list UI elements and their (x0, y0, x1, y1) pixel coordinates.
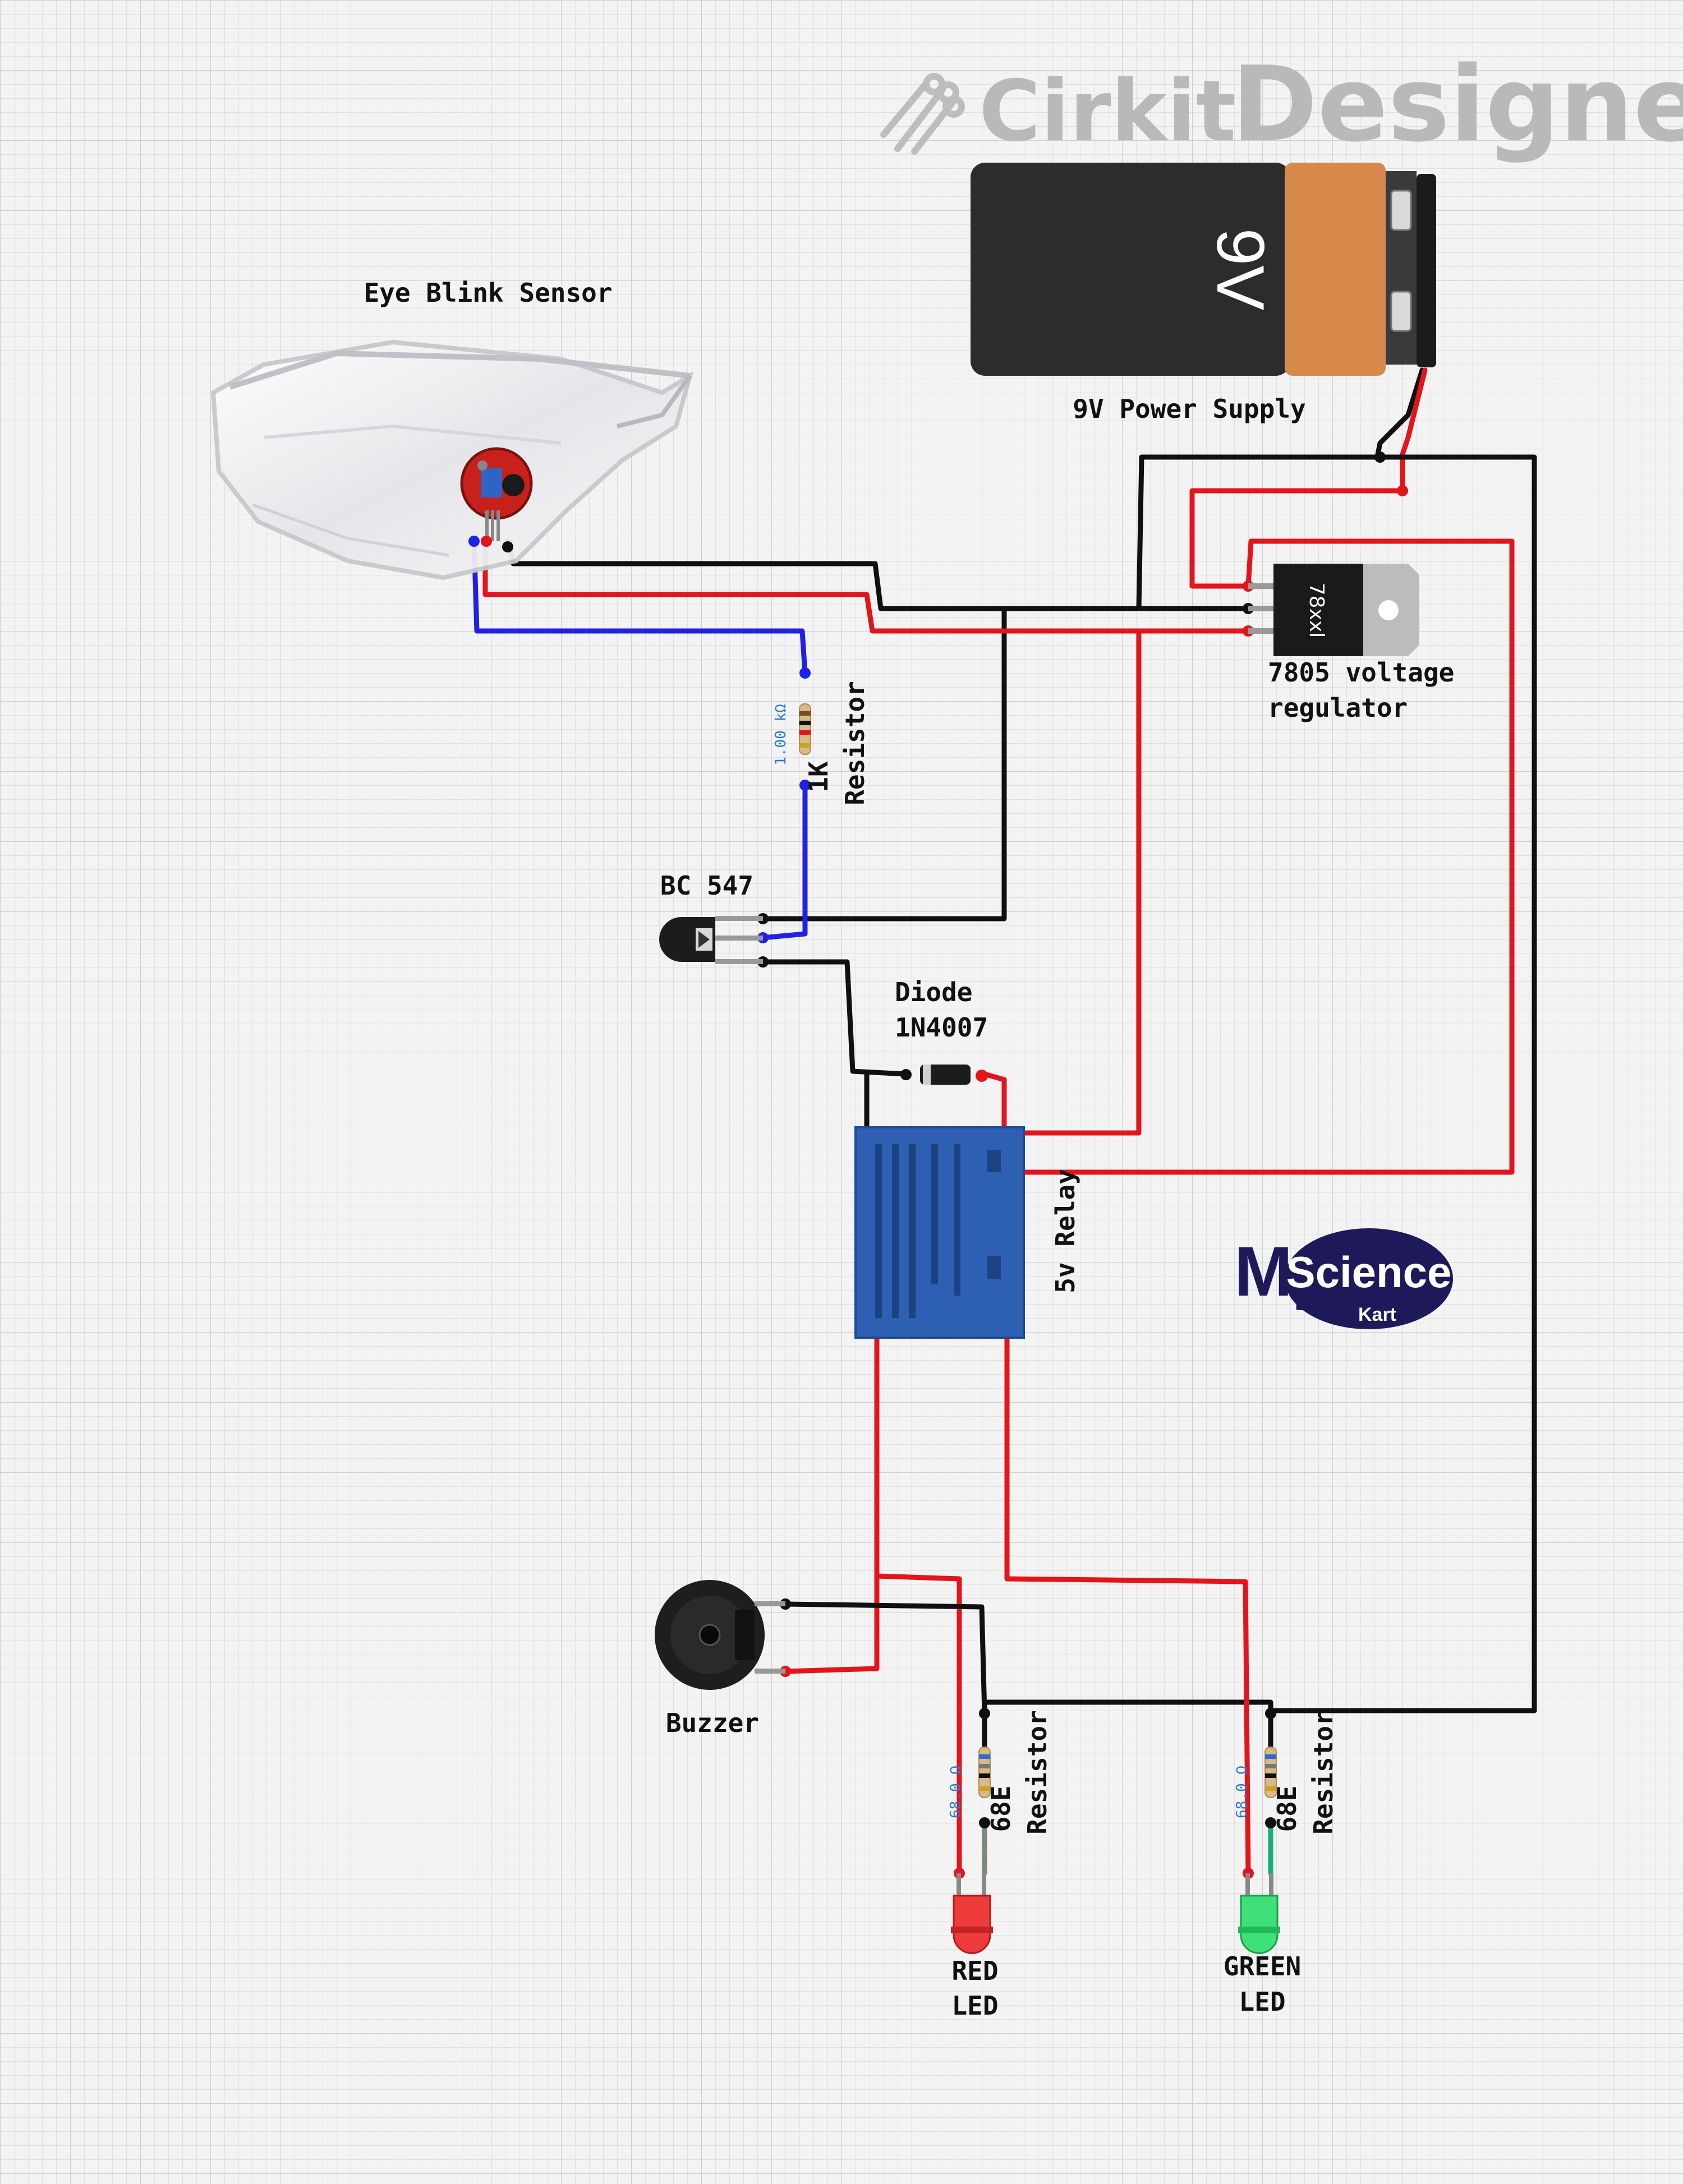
regulator-mount-hole (1378, 600, 1399, 620)
resistor-red-label-line2: Resistor (1022, 1710, 1052, 1835)
red-led[interactable]: RED LED (951, 1873, 999, 2021)
voltage-regulator-7805[interactable]: 78xxl 7805 voltage regulator (1248, 564, 1454, 723)
logo-kart: Kart (1358, 1304, 1396, 1325)
battery-clip (1417, 174, 1436, 367)
resistor-red-label-line1: 68E (986, 1785, 1016, 1832)
wire-resistor-to-base (760, 782, 808, 941)
watermark-cirkit: Cirkit (979, 63, 1236, 160)
resistor-1k-label-line1: 1K (803, 761, 834, 792)
battery-black-lead (1374, 367, 1425, 460)
transistor-bc547[interactable]: BC 547 (659, 870, 763, 964)
wire-relay-no-green-led (1004, 1326, 1251, 1876)
relay-5v[interactable]: 5v Relay (854, 1126, 1080, 1339)
wire-diode-cathode (982, 1071, 1007, 1136)
red-led-label-line1: RED (951, 1956, 998, 1986)
wire-ground-right-rail (1268, 454, 1537, 1713)
resistor-red-value: 68.0 Ω (948, 1766, 964, 1818)
resistor-1k-label-line2: Resistor (840, 681, 870, 805)
resistor-68-red[interactable]: 68.0 Ω 68E Resistor (948, 1710, 1052, 1835)
glasses-icon (210, 339, 694, 580)
eye-blink-sensor[interactable]: Eye Blink Sensor (210, 278, 694, 580)
resistor-1k-value: 1.00 kΩ (772, 704, 789, 766)
cirkit-designer-watermark: Cirkit Designer (880, 44, 1683, 165)
red-led-body (953, 1895, 991, 1954)
battery-9v[interactable]: 9V 9V Power Supply (971, 163, 1436, 424)
wire-collector-diode (760, 959, 909, 1077)
buzzer-label: Buzzer (666, 1708, 759, 1738)
wire-buzzer-gnd (783, 1601, 987, 1716)
resistor-green-value: 68.0 Ω (1234, 1766, 1250, 1818)
buzzer[interactable]: Buzzer (655, 1580, 785, 1738)
relay-print (875, 1144, 1001, 1318)
battery-wrap (1285, 163, 1386, 376)
diode-1n4007[interactable]: Diode 1N4007 (895, 977, 988, 1085)
battery-body (971, 163, 1290, 376)
wire-bc547-emitter-gnd (760, 606, 1007, 921)
diode-body (920, 1065, 971, 1085)
green-led[interactable]: GREEN LED (1224, 1873, 1301, 2017)
wire-relay-nc-red-led (874, 1326, 962, 1876)
resistor-green-label-line2: Resistor (1308, 1710, 1339, 1835)
eye-blink-sensor-label: Eye Blink Sensor (364, 278, 612, 308)
battery-marking: 9V (1203, 228, 1278, 311)
logo-ellipse (1285, 1228, 1453, 1329)
regulator-label-line2: regulator (1268, 693, 1408, 723)
resistor-1k[interactable]: 1.00 kΩ 1K Resistor (772, 681, 870, 805)
wire-sensor-signal (471, 538, 808, 676)
watermark-designer: Designer (1231, 44, 1683, 165)
relay-label: 5v Relay (1050, 1169, 1080, 1293)
resistor-green-label-line1: 68E (1272, 1785, 1302, 1832)
diode-label-line1: Diode (895, 977, 972, 1007)
ir-sensor-module (460, 447, 533, 541)
green-led-label-line1: GREEN (1224, 1951, 1301, 1982)
cirkit-logo-icon (880, 73, 965, 155)
wire-5v-relay-coil (1001, 628, 1142, 1136)
green-led-label-line2: LED (1239, 1987, 1285, 2017)
battery-label: 9V Power Supply (1073, 394, 1305, 424)
wire-vin-regulator (1189, 488, 1405, 589)
regulator-body (1273, 564, 1363, 656)
battery-red-lead (1400, 367, 1428, 494)
green-led-body (1240, 1895, 1279, 1954)
diode-cathode-band (923, 1065, 931, 1085)
myscience-kart-logo: My Science Kart (1234, 1228, 1453, 1329)
diode-label-line2: 1N4007 (895, 1012, 988, 1043)
logo-science: Science (1286, 1247, 1452, 1297)
transistor-label: BC 547 (660, 870, 753, 901)
regulator-label-line1: 7805 voltage (1268, 657, 1454, 688)
battery-terminal-negative (1390, 291, 1412, 332)
battery-terminal-positive (1390, 190, 1412, 231)
resistor-68-green[interactable]: 68.0 Ω 68E Resistor (1234, 1710, 1339, 1835)
wire-sensor-vcc (482, 538, 1251, 634)
red-led-label-line2: LED (951, 1991, 998, 2021)
regulator-marking: 78xxl (1305, 583, 1328, 638)
